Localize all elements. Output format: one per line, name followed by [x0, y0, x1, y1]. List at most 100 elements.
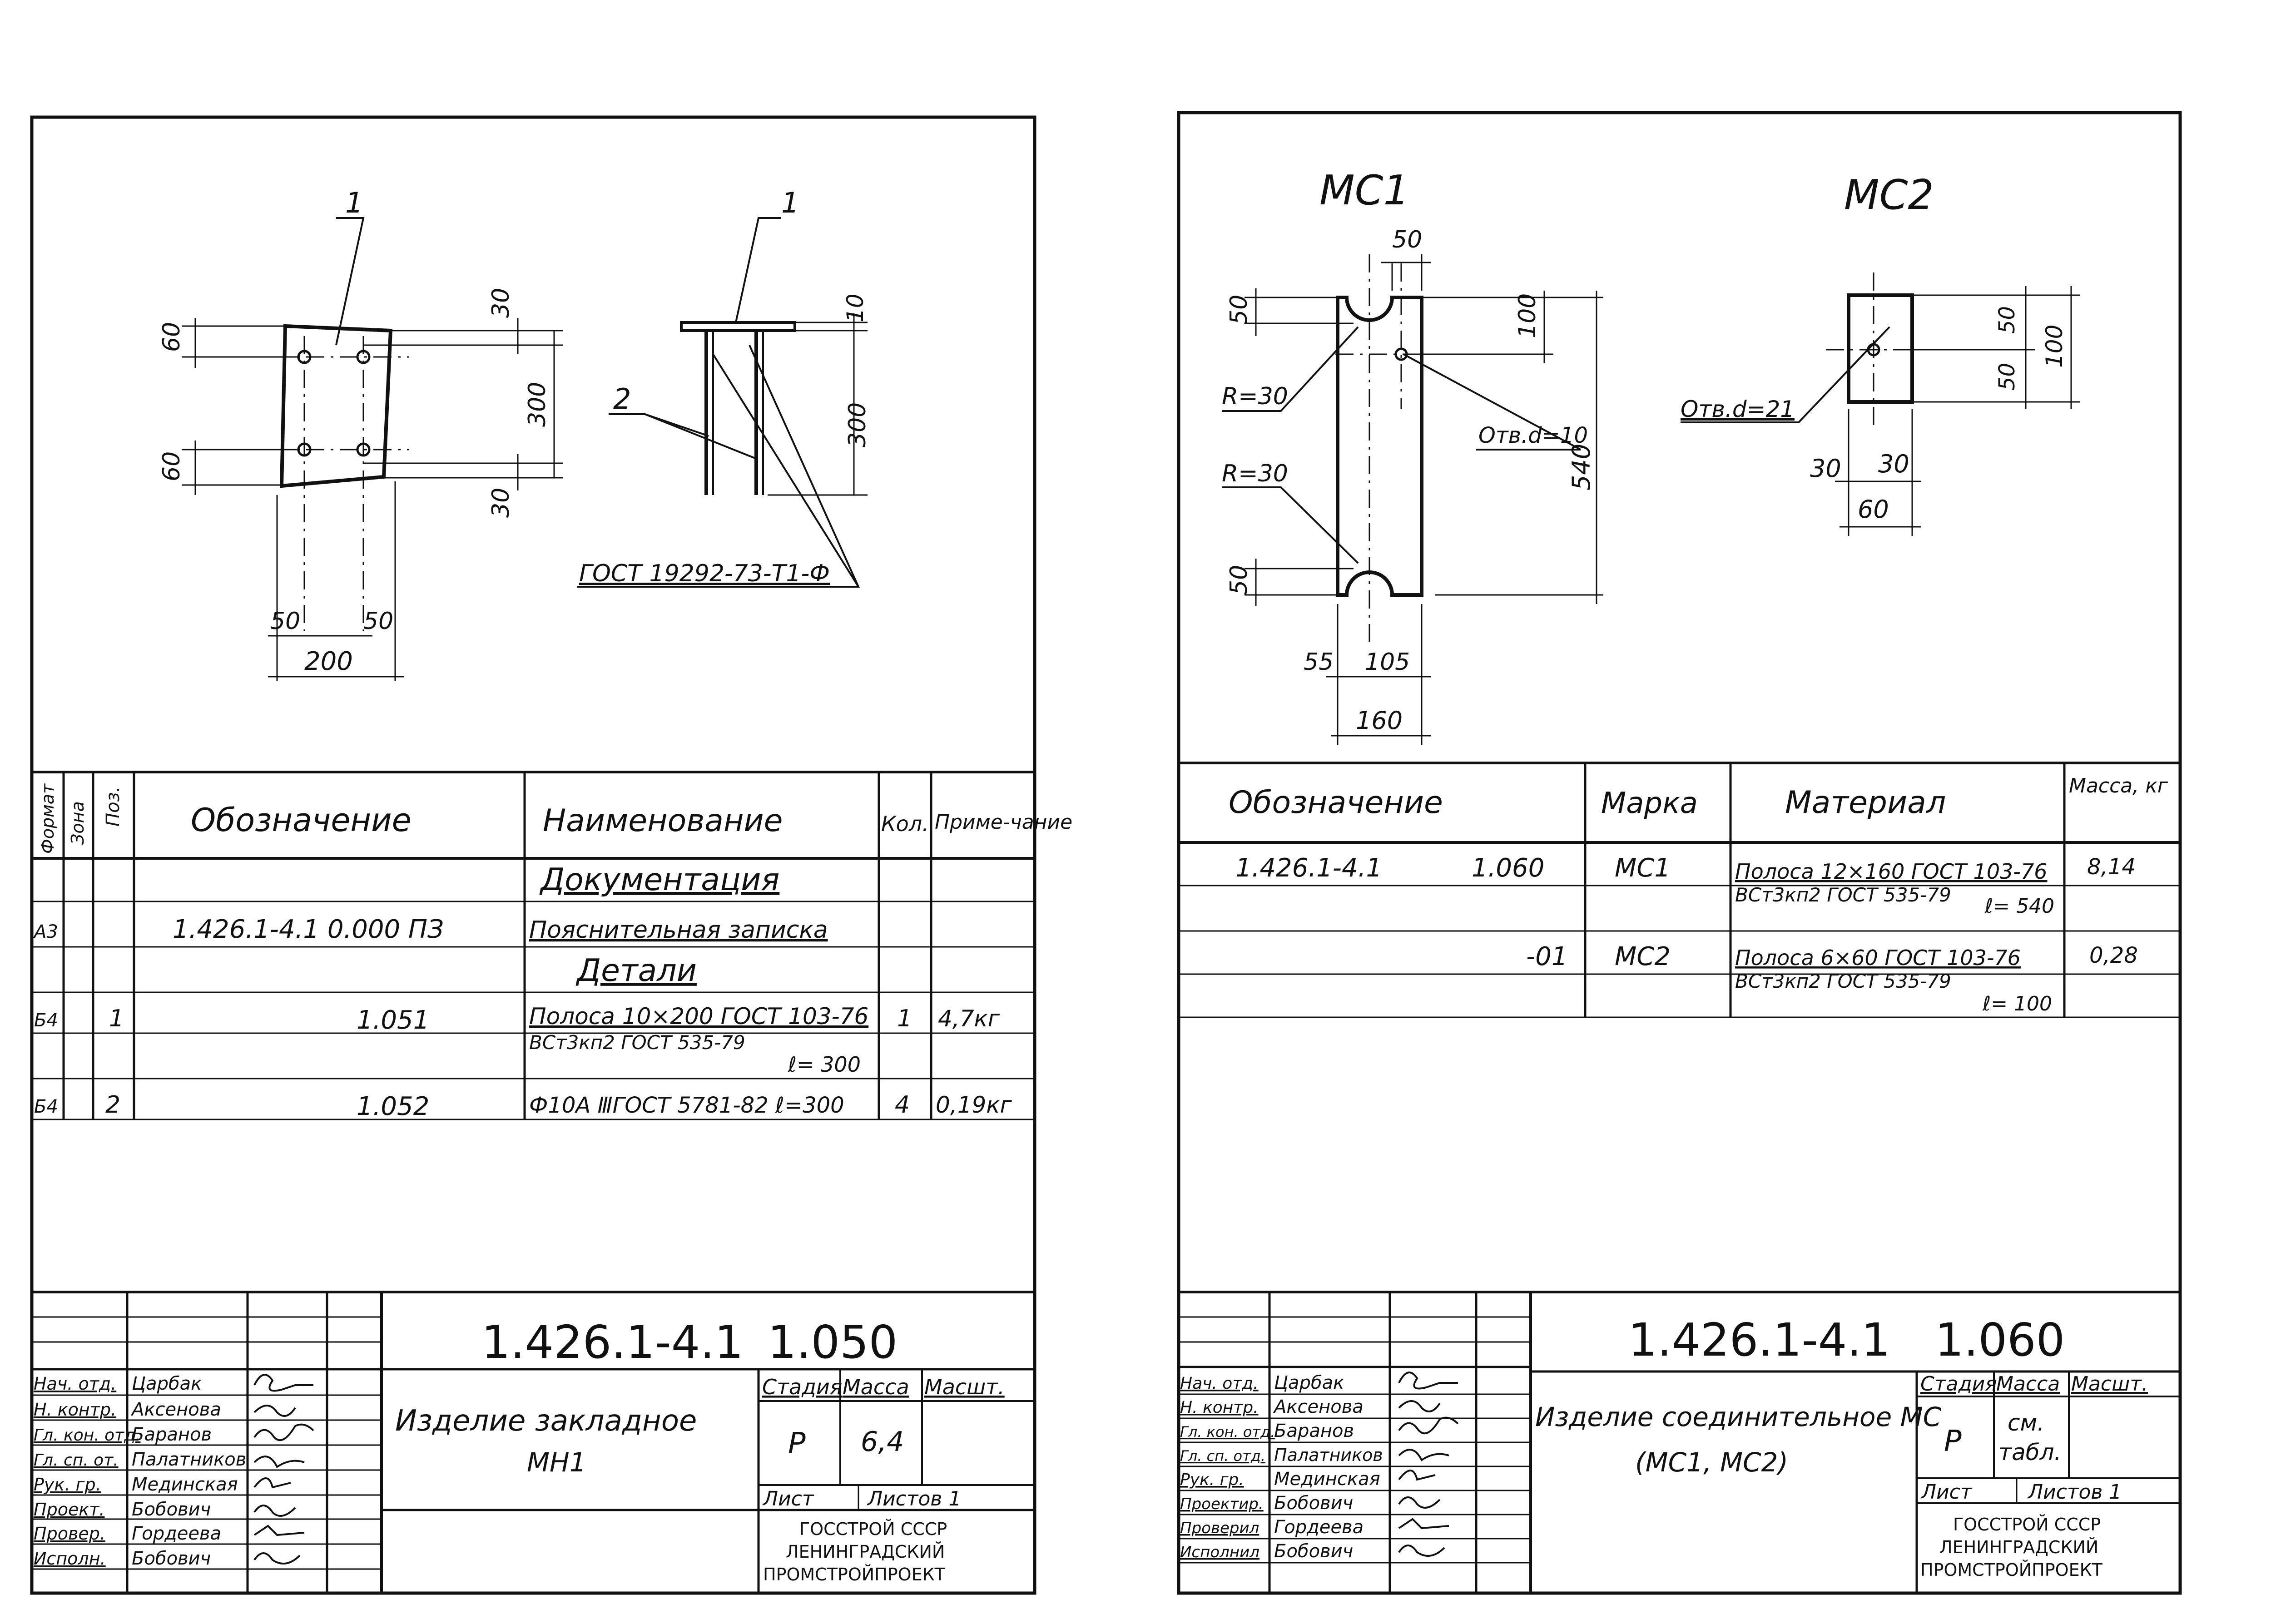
dim-55: 55: [1304, 649, 1334, 676]
signer-name: Царбак: [1274, 1372, 1344, 1393]
r-title-name-line2: (МС1, МС2): [1635, 1447, 1788, 1478]
right-title-block-grid: [1179, 1291, 2180, 1593]
r-row-2-material3: ℓ= 100: [1982, 992, 2052, 1015]
sheets-label: Листов 1: [867, 1487, 961, 1510]
r30-top: R=30: [1222, 383, 1288, 410]
r-header-mass: Масса, кг: [2069, 774, 2168, 797]
title-name-line1: Изделие закладное: [395, 1404, 697, 1438]
signer-name: Гордеева: [1274, 1517, 1364, 1538]
org-line2: ЛЕНИНГРАДСКИЙ: [786, 1542, 945, 1562]
r-org-line3: ПРОМСТРОЙПРОЕКТ: [1920, 1560, 2103, 1580]
hole-10: Отв.d=10: [1478, 423, 1588, 448]
r-sheet-label: Лист: [1920, 1480, 1973, 1504]
mass-label: Масса: [843, 1375, 909, 1399]
r-title-name-line1: Изделие соединительное МС: [1535, 1401, 1942, 1432]
spec-row-details-name: Детали: [575, 953, 697, 989]
spec-row-2-name: Пояснительная записка: [529, 916, 828, 944]
dim-30-right: 30: [1878, 450, 1909, 478]
r-row-1-designation2: 1.060: [1472, 853, 1544, 883]
spec-row-5-note: 0,19кг: [936, 1092, 1012, 1118]
signer-name: Аксенова: [130, 1399, 221, 1420]
signer-role: Рук. гр.: [1180, 1471, 1244, 1489]
signer-name: Палатников: [132, 1449, 246, 1470]
signer-name: Палатников: [1274, 1445, 1383, 1465]
signer-role: Исполнил: [1180, 1543, 1259, 1561]
dim-60-top: 60: [158, 322, 185, 352]
r-row-2-mass: 0,28: [2089, 943, 2138, 968]
embedded-plate-front-view: [182, 217, 563, 681]
r-header-mark: Марка: [1601, 787, 1698, 820]
signer-role: Исполн.: [34, 1549, 106, 1569]
dim-50-left-top: 50: [1225, 295, 1253, 325]
embedded-plate-side-view: [577, 217, 868, 588]
spec-row-5-pos: 2: [105, 1091, 120, 1119]
r-row-1-mark: МС1: [1615, 853, 1671, 883]
spec-row-4-pos: 1: [109, 1005, 124, 1032]
org-line1: ГОССТРОЙ СССР: [799, 1519, 947, 1539]
signer-role: Проект.: [34, 1500, 105, 1520]
sheet-label: Лист: [762, 1487, 814, 1510]
r-row-1-designation: 1.426.1-4.1: [1235, 853, 1382, 883]
callout-plate-side: 1: [781, 186, 799, 219]
r-row-2-material2: ВСт3кп2 ГОСТ 535-79: [1735, 970, 1951, 992]
dim-30-left: 30: [1810, 454, 1841, 483]
dim-105: 105: [1365, 649, 1410, 676]
r-row-2-designation2: -01: [1526, 942, 1567, 971]
r-stage-value: Р: [1944, 1425, 1962, 1458]
signer-name: Аксенова: [1273, 1396, 1364, 1417]
r-mass-label: Масса: [1996, 1372, 2060, 1396]
signer-name: Гордеева: [132, 1523, 221, 1544]
signer-role: Нач. отд.: [1180, 1374, 1259, 1393]
signer-role: Нач. отд.: [34, 1374, 116, 1394]
scale-label: Масшт.: [924, 1375, 1005, 1399]
r-title-code: 1.426.1-4.1: [1628, 1313, 1890, 1367]
r-row-2-mark: МС2: [1615, 942, 1671, 971]
signer-name: Мединская: [132, 1474, 238, 1495]
r-row-1-material3: ℓ= 540: [1984, 895, 2054, 918]
signer-name: Мединская: [1274, 1469, 1380, 1490]
dim-160: 160: [1356, 706, 1403, 735]
left-signers: Нач. отд. Царбак Н. контр. Аксенова Гл. …: [34, 1373, 246, 1569]
signer-name: Бобович: [132, 1548, 211, 1569]
mass-value: 6,4: [861, 1426, 904, 1458]
r-mass-value2: табл.: [1998, 1439, 2061, 1466]
signer-role: Гл. сп. от.: [34, 1451, 119, 1470]
dim-50-right: 50: [363, 608, 393, 635]
dim-300: 300: [524, 382, 551, 427]
signer-name: Царбак: [132, 1373, 202, 1394]
org-line3: ПРОМСТРОЙПРОЕКТ: [763, 1565, 946, 1584]
dim-30-top: 30: [487, 288, 515, 318]
hole-21: Отв.d=21: [1681, 396, 1795, 422]
spec-row-4-designation: 1.051: [357, 1005, 429, 1035]
dim-50-mc2-b: 50: [1994, 363, 2020, 391]
title-sheet-code: 1.050: [768, 1316, 897, 1369]
signer-role: Провер.: [34, 1524, 105, 1544]
spec-row-4-qty: 1: [897, 1005, 912, 1032]
dim-100-mc2: 100: [2041, 325, 2068, 368]
left-title-block-grid: [32, 1291, 1035, 1593]
signer-role: Гл. кон. отд.: [34, 1426, 140, 1445]
callout-bars: 2: [613, 382, 631, 416]
spec-row-5-name: Ф10А ⅢГОСТ 5781-82 ℓ=300: [529, 1093, 844, 1118]
signer-name: Баранов: [1274, 1421, 1354, 1441]
dim-540: 540: [1567, 444, 1596, 490]
header-qty: Кол.: [881, 812, 929, 836]
right-signatures: [1398, 1371, 1459, 1557]
left-sheet: 1 1 2 60 60 30 30 300 50 50 200 10 300 Г…: [30, 115, 1072, 1595]
spec-row-2-format: А3: [33, 921, 58, 942]
signer-role: Рук. гр.: [34, 1475, 101, 1495]
right-sheet: МС1 МС2 50 50 100 R=30 R=30 Отв.d=10 540…: [1177, 111, 2182, 1595]
header-pos: Поз.: [103, 786, 124, 827]
signer-name: Бобович: [1274, 1541, 1353, 1562]
signer-role: Проверил: [1180, 1519, 1259, 1537]
spec-row-2-designation: 1.426.1-4.1 0.000 ПЗ: [173, 915, 444, 944]
left-spec-table-grid: [32, 771, 1035, 1120]
dim-50-top: 50: [1392, 226, 1422, 253]
left-signatures: [253, 1374, 314, 1565]
spec-row-4-note: 4,7кг: [938, 1005, 1000, 1032]
title-code: 1.426.1-4.1: [481, 1316, 744, 1369]
spec-row-documentation-name: Документация: [539, 862, 779, 898]
header-designation: Обозначение: [191, 802, 412, 839]
signer-role: Проектир.: [1180, 1495, 1264, 1513]
